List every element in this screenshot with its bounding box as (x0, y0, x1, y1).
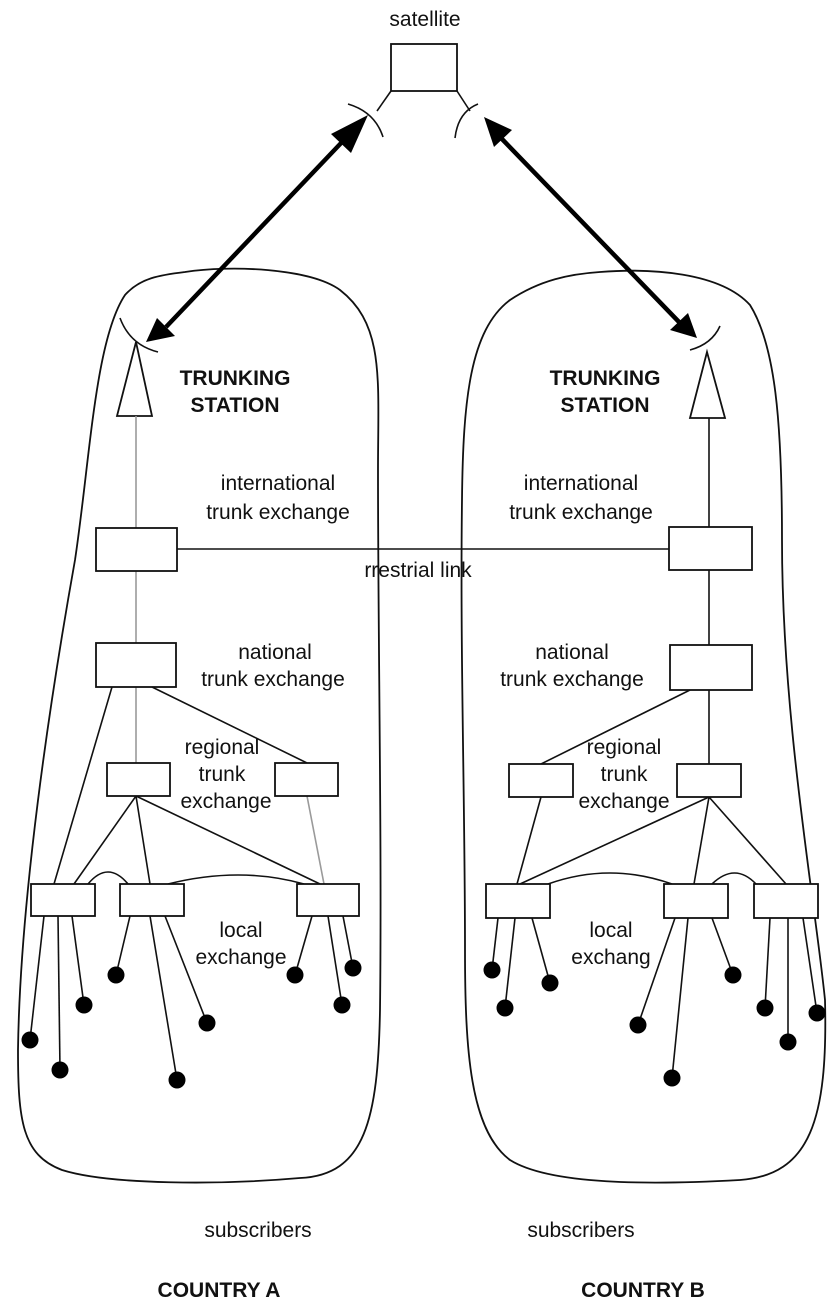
subscriber-dot (333, 996, 351, 1014)
regional-exchange-a-label-line2: trunk (199, 763, 246, 786)
country-a-subscriber-lines (29, 915, 354, 1081)
subscriber-dot (779, 1033, 797, 1051)
trunking-station-b-label-line2: STATION (560, 394, 649, 417)
country-a-label: COUNTRY A (158, 1279, 281, 1302)
trunking-dish-b (689, 325, 721, 351)
satellite-link-b-head-bottom (670, 313, 697, 338)
subscriber-dot (724, 966, 742, 984)
national-exchange-a-label-line2: trunk exchange (201, 668, 345, 691)
trunking-antenna-a (115, 341, 154, 417)
regional-exchange-a2-box (274, 762, 339, 797)
local-exchange-a-label-line2: exchange (195, 946, 286, 969)
trunking-antenna-b (688, 348, 727, 419)
satellite-link-a-head-top (331, 115, 368, 153)
subscriber-dot (21, 1031, 39, 1049)
regional-exchange-a-label-line1: regional (185, 736, 260, 759)
national-exchange-a-box (95, 642, 177, 688)
local-exchange-b-label-line1: local (589, 919, 632, 942)
satellite-dish-left (347, 103, 384, 138)
regional-exchange-b2-box (676, 763, 742, 798)
satellite-box (390, 43, 458, 92)
regional-exchange-b-label-line1: regional (587, 736, 662, 759)
satellite-link-b (500, 137, 681, 324)
trunking-station-a-label-line1: TRUNKING (180, 367, 291, 390)
intl-exchange-a-box (95, 527, 178, 572)
country-a-subscribers (21, 959, 362, 1089)
subscriber-dot (168, 1071, 186, 1089)
subscriber-dot (75, 996, 93, 1014)
subscriber-dot (286, 966, 304, 984)
subscriber-dot (344, 959, 362, 977)
intl-exchange-a-label-line2: trunk exchange (206, 501, 350, 524)
national-exchange-a-label-line1: national (238, 641, 312, 664)
subscriber-dot (629, 1016, 647, 1034)
regional-exchange-a1-box (106, 762, 171, 797)
local-exchange-b2-box (663, 883, 729, 919)
subscriber-dot (756, 999, 774, 1017)
regional-exchange-b-label-line2: trunk (601, 763, 648, 786)
country-b-outline (460, 269, 827, 1184)
local-exchange-b-label-line2: exchang (571, 946, 650, 969)
trunking-station-b-label-line1: TRUNKING (550, 367, 661, 390)
local-exchange-a1-box (30, 883, 96, 917)
satellite-link-a-head-bottom (146, 318, 175, 342)
country-b-label: COUNTRY B (581, 1279, 705, 1302)
subscribers-a-label: subscribers (204, 1219, 311, 1242)
national-exchange-b-box (669, 644, 753, 691)
national-exchange-b-label-line1: national (535, 641, 609, 664)
terrestrial-link-label: rrestrial link (364, 559, 472, 582)
subscriber-dot (51, 1061, 69, 1079)
satellite-link-b-head-top (484, 117, 512, 147)
intl-exchange-a-label-line1: international (221, 472, 335, 495)
regional-exchange-a-label-line3: exchange (180, 790, 271, 813)
subscriber-dot (663, 1069, 681, 1087)
national-exchange-b-label-line2: trunk exchange (500, 668, 644, 691)
intl-exchange-b-box (668, 526, 753, 571)
satellite-strut-left (376, 90, 392, 112)
country-a-links (53, 686, 325, 885)
local-exchange-b3-box (753, 883, 819, 919)
local-exchange-a-label-line1: local (219, 919, 262, 942)
trunking-dish-a (119, 317, 159, 353)
satellite-label: satellite (389, 8, 460, 31)
intl-exchange-b-label-line1: international (524, 472, 638, 495)
subscriber-dot (541, 974, 559, 992)
local-exchange-b1-box (485, 883, 551, 919)
subscriber-dot (496, 999, 514, 1017)
country-a-outline (17, 267, 382, 1184)
intl-exchange-b-label-line2: trunk exchange (509, 501, 653, 524)
regional-exchange-b1-box (508, 763, 574, 798)
satellite-dish-right (454, 103, 479, 139)
satellite-link-a (164, 139, 345, 329)
satellite-strut-right (456, 90, 471, 112)
subscriber-dot (198, 1014, 216, 1032)
subscriber-dot (808, 1004, 826, 1022)
subscribers-b-label: subscribers (527, 1219, 634, 1242)
local-exchange-a3-box (296, 883, 360, 917)
country-b-links (516, 689, 787, 885)
country-b-subscriber-lines (491, 917, 818, 1079)
local-exchange-a2-box (119, 883, 185, 917)
subscriber-dot (107, 966, 125, 984)
country-b-subscribers (483, 961, 826, 1087)
subscriber-dot (483, 961, 501, 979)
regional-exchange-b-label-line3: exchange (578, 790, 669, 813)
trunking-station-a-label-line2: STATION (190, 394, 279, 417)
